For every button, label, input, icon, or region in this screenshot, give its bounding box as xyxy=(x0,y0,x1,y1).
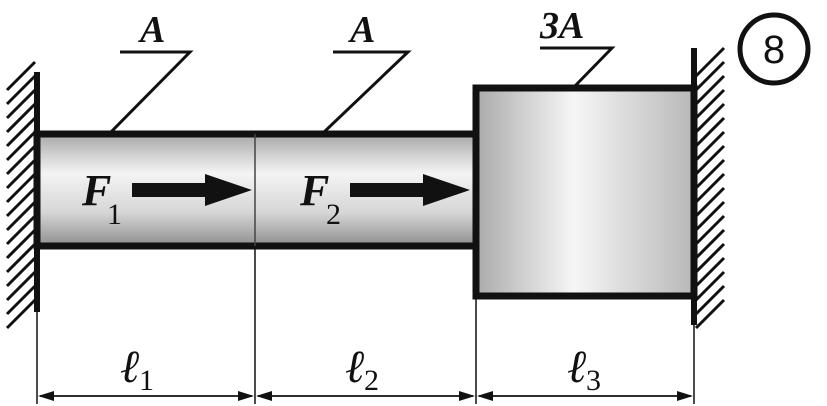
thick-block-section xyxy=(472,84,698,300)
hatch-line xyxy=(694,242,726,274)
force-f2: F 2 xyxy=(299,166,470,231)
figure-number-circle xyxy=(737,12,811,86)
hatch-line xyxy=(694,270,726,302)
hatch-line xyxy=(5,130,37,162)
hatch-line xyxy=(694,60,726,92)
right-wall-support xyxy=(691,46,726,330)
force-f1: F 1 xyxy=(81,166,252,231)
hatch-line xyxy=(694,284,726,316)
force-f2-arrow-shaft xyxy=(350,183,426,197)
force-f1-arrow-shaft xyxy=(132,183,208,197)
left-wall-hatching xyxy=(5,60,37,330)
hatch-line xyxy=(5,116,37,148)
length-l3-index: 3 xyxy=(586,364,601,397)
area-label-3: 3A xyxy=(539,5,584,47)
length-l1-index: 1 xyxy=(139,364,154,397)
hatch-line xyxy=(5,242,37,274)
force-f2-symbol: F xyxy=(299,166,329,215)
hatch-line xyxy=(694,158,726,190)
hatch-line xyxy=(694,172,726,204)
hatch-line xyxy=(694,144,726,176)
hatch-line xyxy=(694,228,726,260)
hatch-line xyxy=(694,256,726,288)
hatch-line xyxy=(5,214,37,246)
hatch-line xyxy=(5,158,37,190)
hatch-line xyxy=(5,144,37,176)
hatch-line xyxy=(5,60,37,92)
length-l2-symbol: ℓ xyxy=(345,341,365,392)
hatch-line xyxy=(694,186,726,218)
length-l2-index: 2 xyxy=(364,364,379,397)
hatch-line xyxy=(694,130,726,162)
hatch-line xyxy=(694,74,726,106)
hatch-line xyxy=(694,102,726,134)
force-f1-arrowhead-icon xyxy=(205,174,252,206)
dimension-line-l3 xyxy=(477,391,693,401)
length-l1-symbol: ℓ xyxy=(120,341,140,392)
hatch-line xyxy=(694,298,726,330)
right-wall-hatching xyxy=(694,46,726,330)
hatch-line xyxy=(5,88,37,120)
area-leader-2 xyxy=(321,50,412,135)
hatch-line xyxy=(694,200,726,232)
hatch-line xyxy=(694,214,726,246)
area-label-1: A xyxy=(138,9,165,51)
hatch-line xyxy=(5,284,37,316)
area-leader-3 xyxy=(540,46,616,90)
force-f1-symbol: F xyxy=(81,166,111,215)
hatch-line xyxy=(694,116,726,148)
dimension-line-l2 xyxy=(256,391,475,401)
hatch-line xyxy=(5,298,37,330)
hatch-line xyxy=(5,256,37,288)
left-wall-support xyxy=(5,60,40,330)
hatch-line xyxy=(5,74,37,106)
hatch-line xyxy=(5,172,37,204)
hatch-line xyxy=(5,200,37,232)
force-f1-index: 1 xyxy=(107,198,122,231)
area-leader-1 xyxy=(108,50,194,135)
figure-number: 8 xyxy=(763,28,785,72)
length-l3-symbol: ℓ xyxy=(567,341,587,392)
force-f2-index: 2 xyxy=(326,198,341,231)
dimension-line-l1 xyxy=(38,391,254,401)
hatch-line xyxy=(5,228,37,260)
force-f2-arrowhead-icon xyxy=(423,174,470,206)
area-label-2: A xyxy=(348,9,375,51)
hatch-line xyxy=(5,102,37,134)
hatch-line xyxy=(5,270,37,302)
hatch-line xyxy=(5,186,37,218)
hatch-line xyxy=(694,46,726,78)
hatch-line xyxy=(694,88,726,120)
